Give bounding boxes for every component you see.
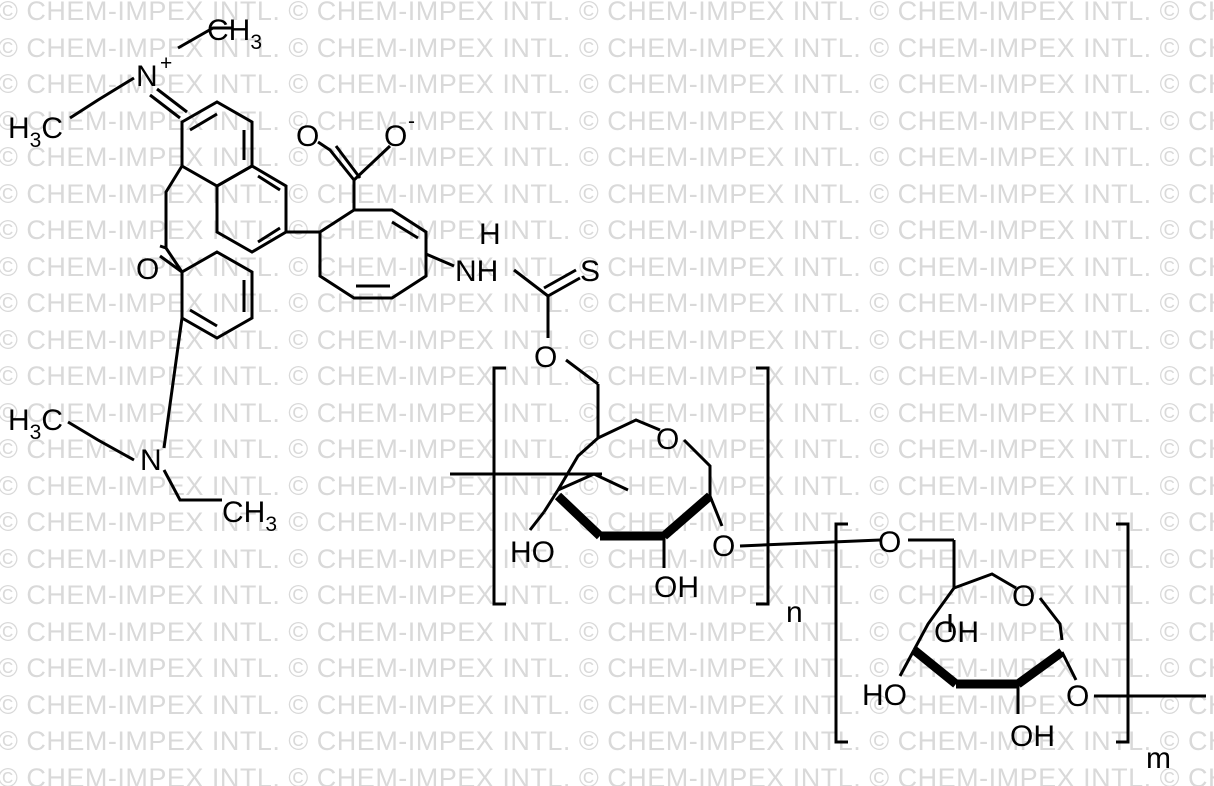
ring2-oh-bottom-label: OH [1010, 720, 1055, 753]
bond-n-ethyl-left [69, 76, 135, 120]
bond-o-link [159, 244, 167, 250]
xanthene-core: O [136, 100, 288, 340]
ring-b-inner-bond [257, 226, 281, 244]
nh-h-label: H [479, 218, 501, 251]
xanthene-o-label: O [136, 253, 159, 286]
benzoate-ring: O O - [286, 110, 428, 300]
ring2-o-link-label: O [1066, 680, 1089, 713]
ring-c-inner-bond [189, 308, 218, 328]
ester-o-label: O [534, 341, 557, 374]
thio-s-label: S [580, 255, 600, 288]
ring1-bold-bond [554, 492, 604, 540]
bond-carboxyl-o1 [317, 140, 356, 181]
ring2-bond [1038, 597, 1064, 641]
ring2-bold-bond [911, 646, 959, 688]
ring2-bond-ho [898, 649, 916, 677]
bond-n-ethyl-top [177, 26, 232, 50]
bond-n-to-m [739, 538, 881, 548]
ring2-ho-label: HO [862, 679, 907, 712]
ring1-bond [597, 418, 661, 440]
bond-n-c3 [149, 93, 181, 120]
thiocarbamate-linker: H NH S O [425, 218, 600, 386]
ring1-bond [557, 472, 629, 492]
bond-amine-ethyl-left [67, 420, 135, 462]
minus-charge-label: - [408, 110, 415, 133]
ring1-bond-o [708, 495, 724, 527]
ring2-bold-bond [1015, 648, 1065, 688]
plus-charge-label: + [160, 52, 172, 75]
bond-c-s-double [543, 268, 577, 290]
ring1-ho-label: HO [510, 536, 555, 569]
iminium-group: N + CH3 H3C [8, 14, 262, 152]
ring-a-inner-bond [189, 112, 218, 132]
bond-o-ch2 [565, 358, 599, 386]
nh-label: NH [455, 255, 498, 288]
ring1-bond [682, 438, 712, 476]
bond-nh-c [513, 268, 549, 298]
ring1-bond-ho [528, 511, 546, 531]
bond-ring-to-amine [162, 317, 184, 449]
ring2-bond [912, 587, 956, 651]
carboxylate-o2-label: O [384, 120, 407, 153]
phenyl-ring [318, 208, 428, 300]
bracket-m-right [1116, 522, 1130, 744]
bond-n-c3-double [156, 87, 188, 114]
ring1-o-link-label: O [712, 530, 735, 563]
ch3-top-label: CH3 [207, 14, 262, 54]
phenyl-inner-bond [391, 220, 419, 240]
ring-b [215, 164, 288, 254]
ring2-oh-top-label: OH [934, 616, 979, 649]
ring2-bond [953, 572, 1017, 590]
bracket-m-left [834, 522, 848, 744]
m-subscript-label: m [1146, 742, 1171, 775]
bond-carboxyl-o1-double [334, 145, 362, 179]
h3c-lower-label: H3C [8, 404, 63, 444]
iminium-n-label: N [136, 60, 158, 93]
bond-o-ring-c [159, 254, 183, 274]
bond-c-s [547, 276, 581, 298]
bond-carboxyl-o2 [352, 144, 392, 182]
ring-b-inner-bond [257, 174, 281, 192]
diethylamino-group: N H3C CH3 [8, 317, 277, 536]
ch3-lower-label: CH3 [222, 496, 277, 536]
bond-phenyl-nh [425, 252, 455, 268]
repeat-unit-n: O HO OH O n [450, 366, 881, 629]
bond-amine-ethyl-right [162, 469, 222, 502]
ring2-o-label: O [1012, 580, 1035, 613]
pyran-left-edge [164, 165, 184, 273]
ring2-bond-o [1060, 651, 1078, 681]
h3c-left-label: H3C [8, 112, 63, 152]
ring2-o6-label: O [878, 526, 901, 559]
bracket-n-right [756, 366, 770, 606]
ring1-bold-bond [661, 492, 713, 540]
ring1-oh-label: OH [654, 571, 699, 604]
carboxylate-o1-label: O [296, 120, 319, 153]
amine-n-label: N [140, 444, 162, 477]
repeat-unit-m: O O OH HO OH O m [834, 522, 1206, 775]
n-subscript-label: n [786, 596, 803, 629]
ring1-o-label: O [656, 423, 679, 456]
bracket-n-left [492, 366, 506, 606]
